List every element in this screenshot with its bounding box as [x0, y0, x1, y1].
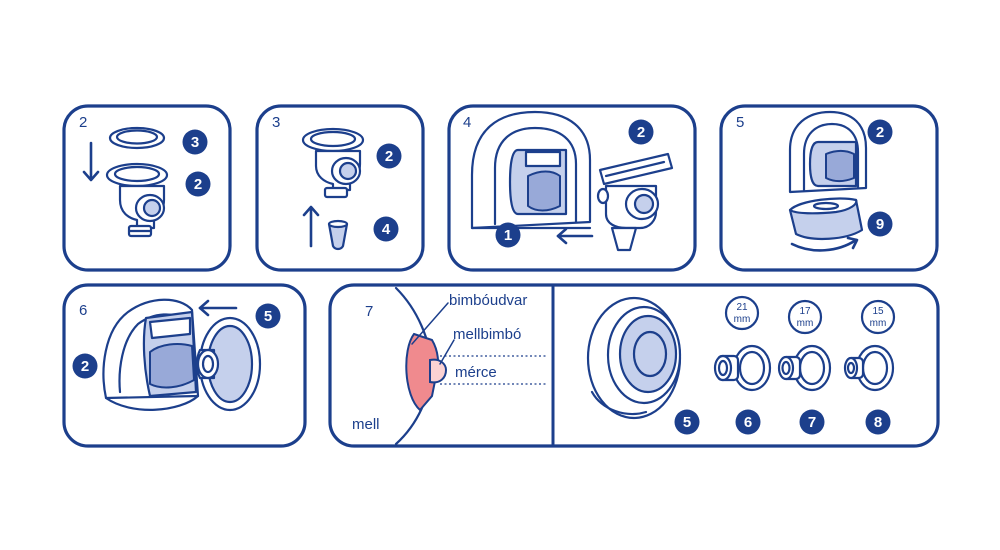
- label-areola: bimbóudvar: [449, 292, 527, 309]
- badge-1: 1: [495, 222, 521, 248]
- flange-cover: [195, 316, 262, 412]
- pump-cover-lid: [788, 197, 864, 241]
- pump-shell-open: [470, 110, 592, 230]
- pump-body-front: [586, 296, 682, 420]
- breast-shield-part: [105, 162, 169, 238]
- panel-step-6: 6 5 2: [62, 283, 307, 448]
- svg-text:2: 2: [81, 358, 89, 375]
- step-number: 4: [463, 114, 471, 131]
- svg-text:21: 21: [736, 302, 748, 313]
- badge-5: 5: [255, 303, 281, 329]
- pump-shell-closing: [788, 110, 868, 194]
- breast-illustration: [394, 286, 448, 446]
- label-nipple: mellbimbó: [453, 326, 521, 343]
- svg-text:mm: mm: [797, 318, 814, 329]
- svg-text:7: 7: [808, 414, 816, 431]
- svg-text:mm: mm: [734, 314, 751, 325]
- svg-text:8: 8: [874, 414, 882, 431]
- pump-body-open: [102, 298, 200, 411]
- arrow-up-icon: [302, 205, 320, 248]
- panel-step-2: 2 3 2: [62, 104, 232, 272]
- badge-4: 4: [373, 216, 399, 242]
- svg-text:2: 2: [194, 176, 202, 193]
- svg-text:1: 1: [504, 227, 512, 244]
- svg-text:mm: mm: [870, 318, 887, 329]
- svg-text:4: 4: [382, 221, 391, 238]
- panel-step-4: 4 2 1: [447, 104, 697, 272]
- panel-step-7: 7 bimbóudvar mellbimbó mérce mell 5: [328, 283, 940, 448]
- arrow-left-icon: [198, 299, 238, 317]
- svg-text:3: 3: [191, 134, 199, 151]
- insert-size-17: 17 mm 7: [777, 299, 832, 435]
- label-measure: mérce: [455, 364, 497, 381]
- badge-2: 2: [72, 353, 98, 379]
- step-number: 2: [79, 114, 87, 131]
- badge-2: 2: [628, 119, 654, 145]
- svg-text:17: 17: [799, 306, 811, 317]
- membrane-ring: [108, 126, 166, 150]
- svg-text:5: 5: [683, 414, 691, 431]
- svg-text:9: 9: [876, 216, 884, 233]
- step-number: 5: [736, 114, 744, 131]
- step-number: 7: [365, 303, 373, 320]
- badge-2: 2: [867, 119, 893, 145]
- svg-text:2: 2: [876, 124, 884, 141]
- step-number: 6: [79, 302, 87, 319]
- badge-9: 9: [867, 211, 893, 237]
- svg-text:15: 15: [872, 306, 884, 317]
- step-number: 3: [272, 114, 280, 131]
- panel-step-5: 5 2 9: [719, 104, 939, 272]
- badge-3: 3: [182, 129, 208, 155]
- badge-2: 2: [376, 143, 402, 169]
- badge-2: 2: [185, 171, 211, 197]
- svg-text:6: 6: [744, 414, 752, 431]
- badge-5: 5: [674, 409, 700, 435]
- arrow-rotate-icon: [790, 236, 859, 252]
- arrow-left-icon: [556, 227, 594, 245]
- label-breast: mell: [352, 416, 380, 433]
- valve-part: [327, 219, 349, 251]
- insert-size-21: 21 mm 6: [713, 295, 772, 435]
- assembled-shield-side: [596, 152, 674, 252]
- assembled-shield: [301, 127, 365, 199]
- svg-text:2: 2: [385, 148, 393, 165]
- svg-text:2: 2: [637, 124, 645, 141]
- svg-text:5: 5: [264, 308, 272, 325]
- panel-step-3: 3 2 4: [255, 104, 425, 272]
- insert-size-15: 15 mm 8: [843, 299, 896, 435]
- arrow-down-icon: [82, 141, 100, 182]
